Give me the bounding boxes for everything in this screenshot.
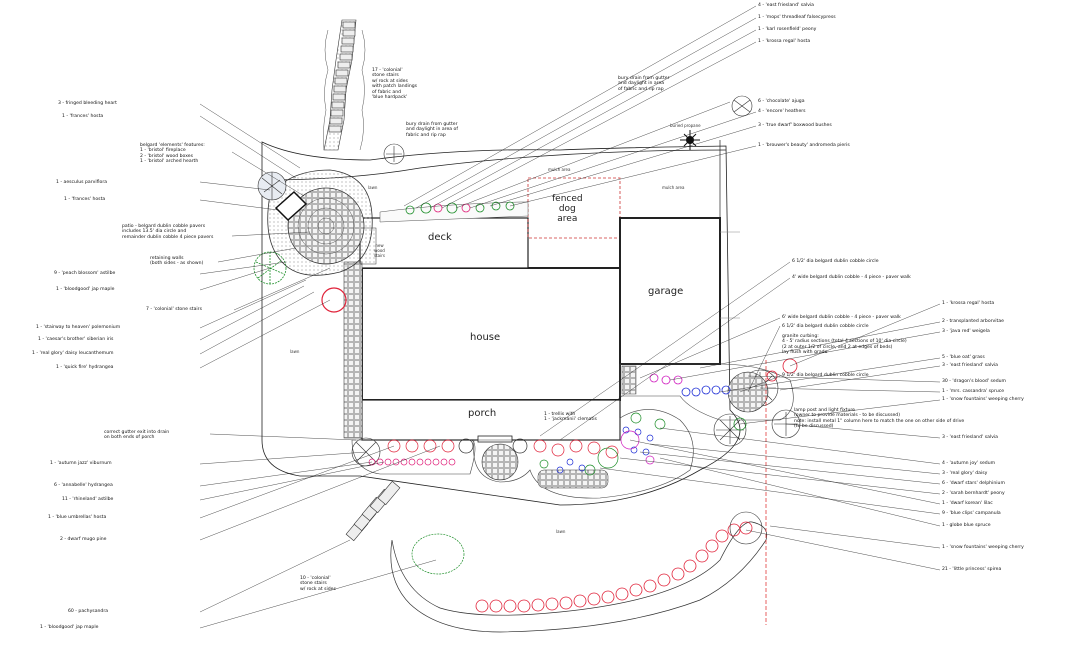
right-label-9: 4' wide belgard dublin cobble - 4 piece … bbox=[792, 275, 911, 280]
left-leaders bbox=[199, 103, 441, 629]
front-bed-left bbox=[351, 439, 476, 475]
right-label-7: 1 - 'brouwer's beauty' andromeda pieris bbox=[758, 143, 850, 148]
trellis-note: 1 - trellis with 1 - 'jackmanii' clemati… bbox=[544, 412, 597, 423]
right-label-30: 1 - globe blue spruce bbox=[942, 523, 991, 528]
right-label-18: 9 1/2' dia belgard dublin cobble circle bbox=[782, 373, 869, 378]
lawn-boundary bbox=[261, 141, 741, 506]
side-walk bbox=[343, 261, 363, 439]
left-label-7: 9 - 'peach blossom' astilbe bbox=[54, 271, 116, 276]
left-label-1: 1 - 'frances' hosta bbox=[62, 114, 104, 119]
right-label-14: 3 - 'java red' weigela bbox=[942, 329, 990, 334]
right-label-16: 5 - 'blue oat' grass bbox=[942, 355, 985, 360]
front-bed-flowers bbox=[368, 412, 666, 476]
left-label-10: 1 - 'stairway to heaven' polemonium bbox=[36, 325, 121, 330]
dog-area-fence bbox=[527, 177, 621, 239]
right-label-27: 2 - 'sarah bernhardt' peony bbox=[942, 491, 1005, 496]
right-label-11: 6' wide belgard dublin cobble - 4 piece … bbox=[782, 315, 901, 320]
right-label-32: 21 - 'little princess' spirea bbox=[942, 567, 1002, 572]
right-leaders bbox=[403, 5, 941, 571]
bury-drain-note-2: bury drain from gutter and daylight in a… bbox=[406, 122, 458, 138]
lower-bed bbox=[390, 521, 768, 633]
right-label-22: lamp post and light fixture (owner to pr… bbox=[794, 408, 965, 430]
spirea-row bbox=[475, 521, 753, 613]
right-label-29: 9 - 'blue clips' campanula bbox=[942, 511, 1001, 516]
right-label-25: 3 - 'real glory' daisy bbox=[942, 471, 988, 476]
lawn-label-1: lawn bbox=[368, 185, 378, 190]
left-label-12: 1 - 'real glory' daisy leucanthemum bbox=[32, 351, 114, 356]
left-label-4: 1 - 'frances' hosta bbox=[64, 197, 106, 202]
right-label-12: 2 - transplanted arborvitae bbox=[942, 319, 1004, 324]
right-label-1: 1 - 'mops' threadleaf falsecypress bbox=[758, 15, 836, 20]
dog-area-label: fenced dog area bbox=[552, 194, 583, 224]
stone-stairs-17 bbox=[323, 19, 357, 151]
right-label-17: 3 - 'east friesland' salvia bbox=[942, 363, 998, 368]
right-label-31: 1 - 'snow fountains' weeping cherry bbox=[942, 545, 1024, 550]
right-label-19: 30 - 'dragon's blood' sedum bbox=[942, 379, 1007, 384]
right-label-21: 1 - 'snow fountains' weeping cherry bbox=[942, 397, 1024, 402]
right-label-2: 1 - 'karl rosenfield' peony bbox=[758, 27, 817, 32]
right-label-23: 3 - 'east friesland' salvia bbox=[942, 435, 998, 440]
garage-bed bbox=[619, 363, 794, 421]
bury-drain-note-1: bury drain from gutter and daylight in a… bbox=[618, 76, 670, 92]
left-label-18: 1 - 'blue umbrellas' hosta bbox=[48, 515, 107, 520]
right-label-15: granite curbing: 4 - 5' radius sections … bbox=[782, 334, 907, 356]
right-label-28: 1 - 'dwarf korean' lilac bbox=[942, 501, 993, 506]
left-label-13: 1 - 'quick fire' hydrangea bbox=[56, 365, 114, 370]
left-label-9: 7 - 'colonial' stone stairs bbox=[146, 307, 202, 312]
back-bed-plants bbox=[405, 201, 515, 215]
left-label-5: patio - belgard dublin cobble pavers inc… bbox=[122, 224, 214, 240]
mulch-area-label-1: mulch area bbox=[548, 167, 571, 172]
right-label-13: 6 1/2' dia belgard dublin cobble circle bbox=[782, 324, 869, 329]
stairs-10-note: 10 - 'colonial' stone stairs w/ rock at … bbox=[300, 576, 336, 592]
right-label-6: 3 - 'true dwarf' boxwood bushes bbox=[758, 123, 832, 128]
left-label-6: retaining walls (both sides - as shown) bbox=[150, 256, 204, 267]
left-label-14: correct gutter exit into drain on both e… bbox=[104, 430, 170, 441]
propane-label: buried propane bbox=[670, 123, 701, 128]
left-label-2: belgard 'elements' features: 1 - 'bristo… bbox=[140, 143, 205, 165]
left-label-19: 2 - dwarf mugo pine bbox=[60, 537, 107, 542]
back-bed bbox=[379, 201, 529, 223]
right-label-8: 6 1/2' dia belgard dublin cobble circle bbox=[792, 259, 879, 264]
left-label-0: 3 - fringed bleeding heart bbox=[58, 101, 117, 106]
maple-lower bbox=[411, 533, 465, 575]
stairs-17-note: 17 - 'colonial' stone stairs w/ rock at … bbox=[372, 68, 418, 101]
porch bbox=[361, 399, 621, 441]
right-label-20: 1 - 'mrs. cassandra' spruce bbox=[942, 389, 1005, 394]
left-label-20: 60 - pachysandra bbox=[68, 609, 109, 614]
left-label-3: 1 - aesculus parviflora bbox=[56, 180, 108, 185]
left-label-8: 1 - 'bloodgood' jap maple bbox=[56, 287, 115, 292]
deck-label: deck bbox=[428, 232, 452, 243]
left-label-11: 1 - 'caesar's brother' siberian iris bbox=[38, 337, 114, 342]
fireplace bbox=[274, 190, 308, 222]
right-label-10: 1 - 'krossa regal' hosta bbox=[942, 301, 995, 306]
left-label-16: 6 - 'annabelle' hydrangea bbox=[54, 483, 113, 488]
deck bbox=[359, 217, 529, 269]
house-label: house bbox=[470, 332, 501, 343]
right-label-3: 1 - 'krossa regal' hosta bbox=[758, 39, 811, 44]
front-bed-center bbox=[473, 409, 694, 499]
right-label-26: 6 - 'dwarf stars' delphinium bbox=[942, 481, 1005, 486]
lawn-label-2: lawn bbox=[290, 349, 300, 354]
stone-stairs-10 bbox=[345, 480, 401, 542]
left-label-15: 1 - 'autumn jazz' viburnum bbox=[50, 461, 112, 466]
right-label-0: 4 - 'east friesland' salvia bbox=[758, 3, 814, 8]
garage-label: garage bbox=[648, 286, 684, 297]
garage-footprint bbox=[619, 217, 721, 365]
left-label-21: 1 - 'bloodgood' jap maple bbox=[40, 625, 99, 630]
wood-stairs-label: new wood stairs bbox=[374, 243, 385, 258]
right-label-4: 6 - 'chocolate' ajuga bbox=[758, 99, 805, 104]
porch-label: porch bbox=[468, 408, 497, 419]
lawn-label-3: lawn bbox=[556, 529, 566, 534]
right-label-5: 4 - 'encore' heathers bbox=[758, 109, 806, 114]
left-label-17: 11 - 'rhineland' astilbe bbox=[62, 497, 114, 502]
mulch-area-label-2: mulch area bbox=[662, 185, 685, 190]
right-label-24: 4 - 'autumn joy' sedum bbox=[942, 461, 996, 466]
